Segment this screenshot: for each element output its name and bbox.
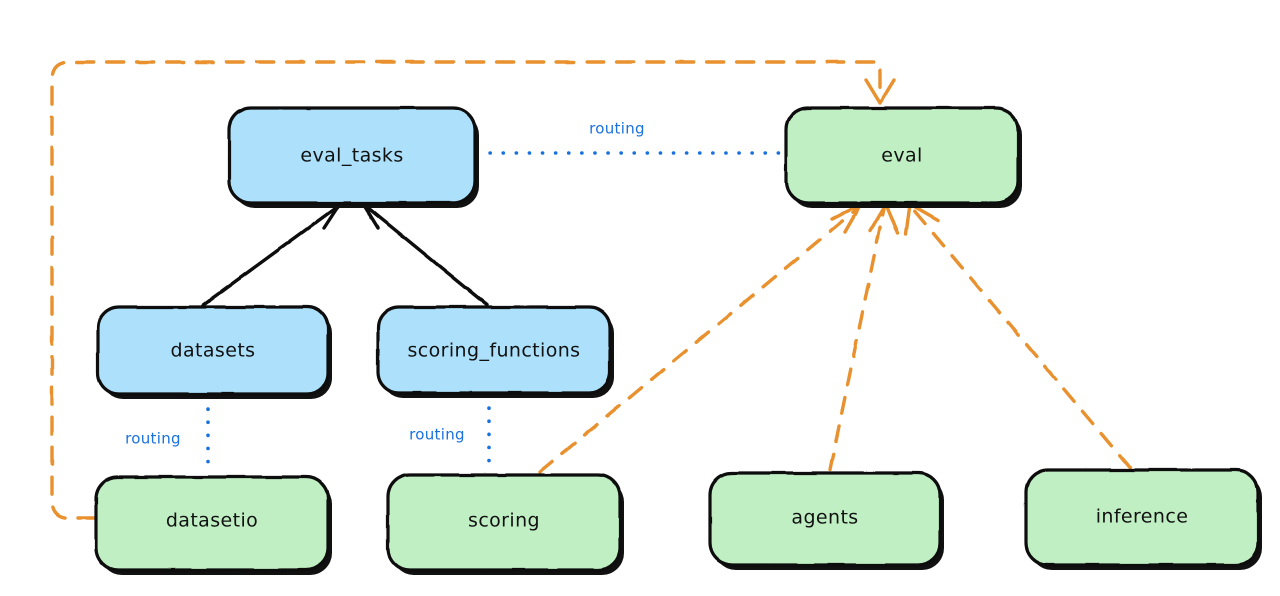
node-eval_tasks-box: [227, 106, 477, 205]
edge-label-routing-scoring: routing: [409, 426, 465, 444]
node-scoring_functions[interactable]: scoring_functions: [376, 305, 614, 398]
node-eval_tasks[interactable]: eval_tasks: [227, 106, 479, 208]
node-scoring_functions-box: [376, 305, 612, 395]
node-agents-box: [708, 471, 942, 567]
node-datasetio-box: [94, 475, 330, 572]
node-scoring_functions-label: scoring_functions: [408, 340, 581, 362]
node-eval-label: eval: [881, 145, 922, 167]
node-agents[interactable]: agents: [708, 471, 944, 570]
node-eval_tasks-label: eval_tasks: [300, 145, 403, 167]
node-scoring-box: [386, 473, 622, 572]
node-inference-box: [1024, 468, 1260, 567]
edge-datasetio-eval: [50, 60, 896, 520]
node-datasets-box: [96, 305, 330, 396]
node-inference-label: inference: [1096, 506, 1189, 528]
node-inference[interactable]: inference: [1024, 468, 1262, 570]
edge-datasets-eval_tasks: [201, 200, 343, 307]
node-datasetio[interactable]: datasetio: [94, 475, 332, 575]
edge-inference-eval: [904, 202, 1132, 470]
edge-label-routing-eval: routing: [589, 120, 645, 138]
node-agents-label: agents: [791, 507, 858, 529]
node-datasets[interactable]: datasets: [96, 305, 332, 399]
node-datasetio-label: datasetio: [166, 510, 258, 532]
node-datasets-label: datasets: [171, 340, 256, 362]
node-scoring-label: scoring: [468, 510, 540, 532]
node-scoring[interactable]: scoring: [386, 473, 624, 575]
edge-label-routing-datasetio: routing: [125, 430, 181, 448]
edge-agents-eval: [828, 202, 900, 472]
node-eval[interactable]: eval: [784, 106, 1022, 208]
node-eval-box: [784, 106, 1020, 205]
edge-scoring_functions-eval_tasks: [360, 200, 489, 307]
